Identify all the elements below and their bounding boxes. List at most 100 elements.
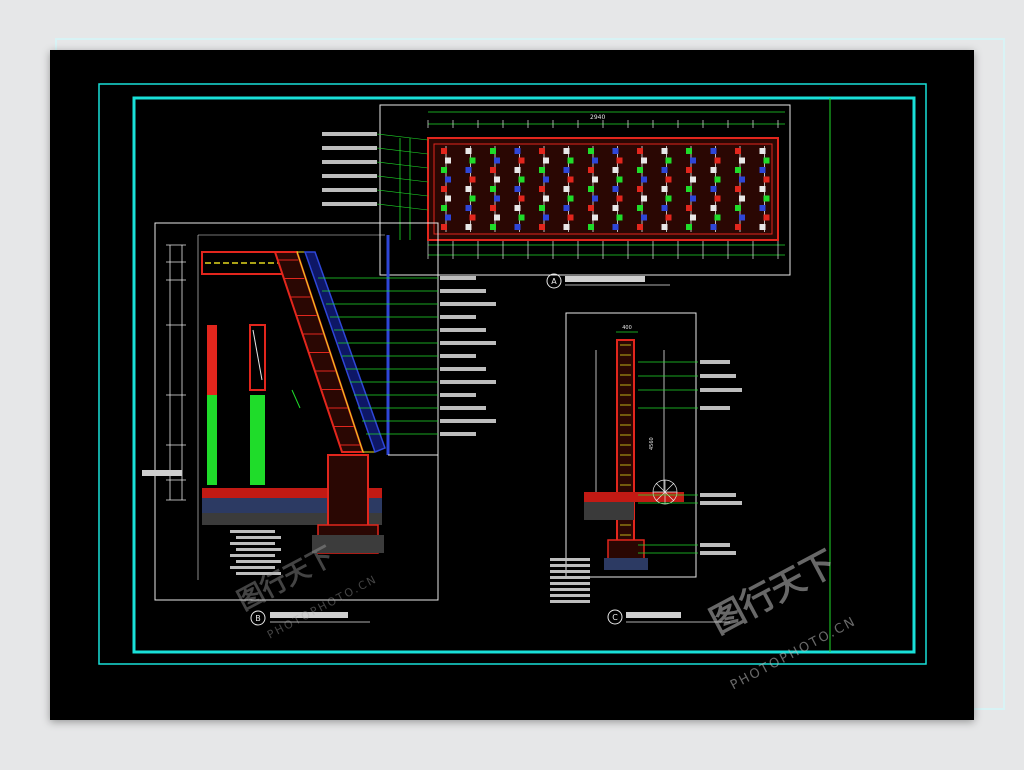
annotation-text-placeholder xyxy=(230,566,275,569)
block-mark xyxy=(518,195,525,202)
block-mark xyxy=(514,167,521,173)
block-mark xyxy=(441,224,447,230)
outer-border xyxy=(98,83,927,665)
block-mark xyxy=(637,167,643,173)
block-mark xyxy=(686,186,692,192)
block-mark xyxy=(612,186,619,192)
block-mark xyxy=(539,186,545,192)
annotation-text-placeholder xyxy=(440,276,476,280)
block-mark xyxy=(563,205,570,211)
annotation-text-placeholder xyxy=(440,419,496,423)
block-mark xyxy=(445,214,451,221)
annotation-text-placeholder xyxy=(440,432,476,436)
block-mark xyxy=(469,176,476,183)
block-mark xyxy=(465,167,472,173)
annotation-text-placeholder xyxy=(440,341,496,345)
block-mark xyxy=(441,167,447,173)
block-mark xyxy=(612,167,619,173)
block-mark xyxy=(661,186,668,192)
block-mark xyxy=(543,195,549,202)
annotation-text-placeholder xyxy=(550,582,590,585)
block-mark xyxy=(739,176,745,183)
leader-line xyxy=(376,147,429,155)
annotation-text-placeholder xyxy=(550,588,590,591)
panel-c-marker: C xyxy=(612,613,618,622)
block-mark xyxy=(661,167,668,173)
block-mark xyxy=(567,195,574,202)
block-mark xyxy=(661,148,668,154)
block-mark xyxy=(641,214,647,221)
block-mark xyxy=(445,157,451,164)
annotation-text-placeholder xyxy=(700,493,736,497)
block-mark xyxy=(465,148,472,154)
block-mark xyxy=(759,148,766,154)
block-mark xyxy=(710,167,717,173)
annotation-text-placeholder xyxy=(230,554,275,557)
block-mark xyxy=(567,157,574,164)
panel-b-section: B xyxy=(142,222,496,626)
panel-a-total-dimension: 2940 xyxy=(590,114,605,121)
block-mark xyxy=(514,205,521,211)
block-mark xyxy=(641,195,647,202)
annotation-text-placeholder xyxy=(550,576,590,579)
block-mark xyxy=(612,205,619,211)
block-mark xyxy=(665,157,672,164)
block-mark xyxy=(735,224,741,230)
block-mark xyxy=(690,214,696,221)
annotation-text-placeholder xyxy=(700,551,736,555)
block-mark xyxy=(616,214,623,221)
panel-c-height-dimension: 4560 xyxy=(649,437,655,450)
annotation-text-placeholder xyxy=(440,367,486,371)
block-mark xyxy=(710,224,717,230)
block-mark xyxy=(612,148,619,154)
block-mark xyxy=(686,205,692,211)
block-mark xyxy=(514,148,521,154)
block-mark xyxy=(690,176,696,183)
block-mark xyxy=(739,214,745,221)
annotation-text-placeholder xyxy=(322,188,377,192)
block-mark xyxy=(445,195,451,202)
block-mark xyxy=(759,186,766,192)
block-mark xyxy=(641,176,647,183)
block-mark xyxy=(494,157,500,164)
block-mark xyxy=(661,205,668,211)
annotation-text-placeholder xyxy=(322,146,377,150)
block-mark xyxy=(665,214,672,221)
annotation-text-placeholder xyxy=(440,315,476,319)
block-mark xyxy=(514,224,521,230)
block-mark xyxy=(592,214,598,221)
block-mark xyxy=(539,205,545,211)
block-mark xyxy=(710,148,717,154)
block-mark xyxy=(616,195,623,202)
block-mark xyxy=(637,205,643,211)
block-mark xyxy=(567,176,574,183)
block-mark xyxy=(637,186,643,192)
block-mark xyxy=(518,157,525,164)
panel-a-marker: A xyxy=(551,277,557,286)
block-mark xyxy=(563,167,570,173)
annotation-text-placeholder xyxy=(700,374,736,378)
block-mark xyxy=(759,167,766,173)
block-mark xyxy=(739,157,745,164)
block-mark xyxy=(514,186,521,192)
block-mark xyxy=(588,224,594,230)
block-mark xyxy=(592,176,598,183)
block-mark xyxy=(714,195,721,202)
block-mark xyxy=(759,205,766,211)
block-mark xyxy=(588,148,594,154)
block-mark xyxy=(714,157,721,164)
block-mark xyxy=(686,148,692,154)
block-mark xyxy=(686,224,692,230)
cad-drawing-sheet: A 2940 xyxy=(50,50,974,720)
block-mark xyxy=(588,186,594,192)
annotation-text-placeholder xyxy=(440,328,486,332)
annotation-text-placeholder xyxy=(700,501,742,505)
annotation-text-placeholder xyxy=(322,160,377,164)
annotation-text-placeholder xyxy=(440,406,486,410)
block-mark xyxy=(714,176,721,183)
block-mark xyxy=(665,195,672,202)
block-mark xyxy=(445,176,451,183)
panel-b-marker: B xyxy=(255,614,261,623)
block-mark xyxy=(763,195,770,202)
annotation-text-placeholder xyxy=(236,572,281,575)
